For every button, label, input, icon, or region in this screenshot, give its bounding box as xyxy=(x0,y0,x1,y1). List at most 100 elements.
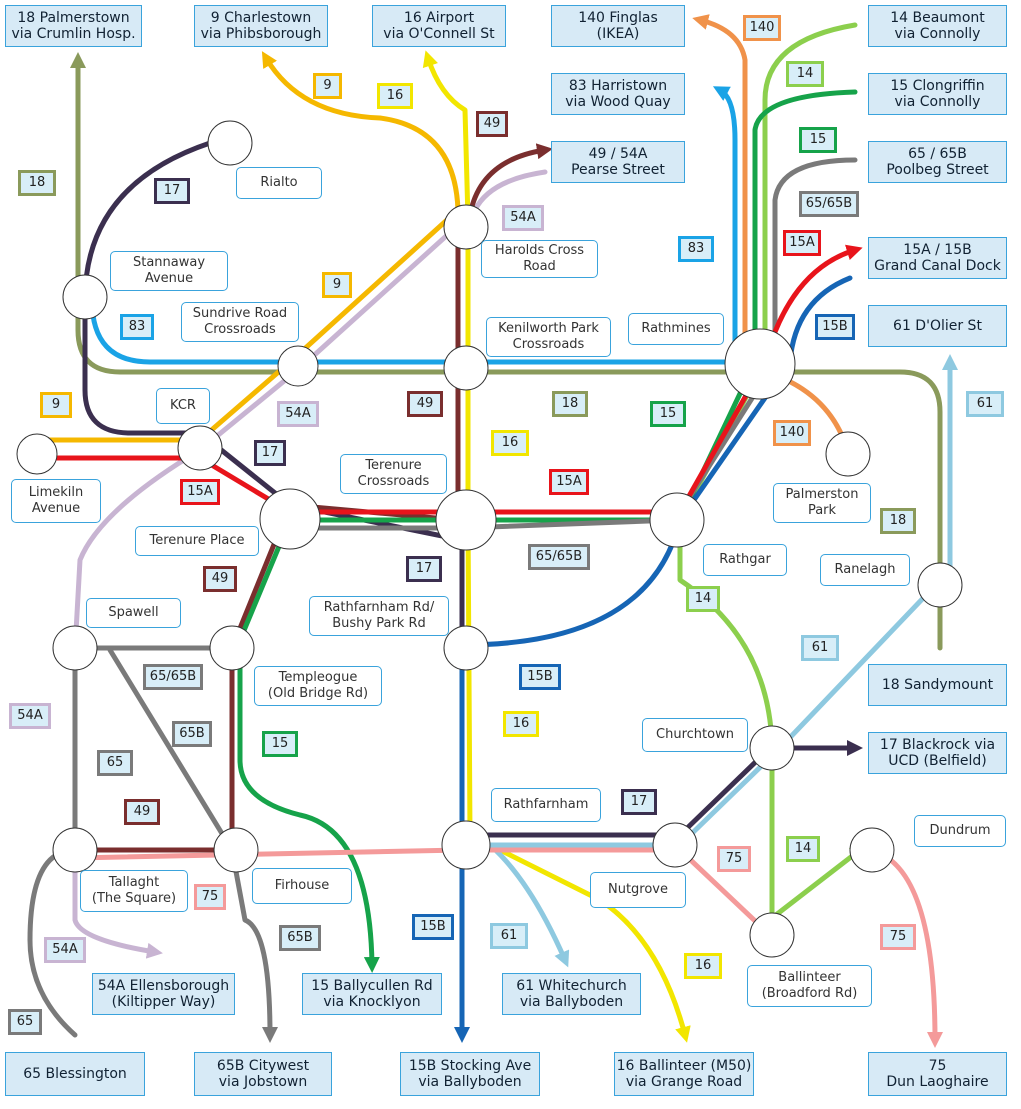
stop-stannaway[interactable] xyxy=(62,274,108,320)
stop-firhouse[interactable] xyxy=(213,827,259,873)
stop-rialto[interactable] xyxy=(207,120,253,166)
route-tag: 54A xyxy=(44,937,86,963)
stop-kcr[interactable] xyxy=(177,425,223,471)
route-tag: 15 xyxy=(799,127,837,153)
place-kcr: KCR xyxy=(156,388,210,424)
stop-limekiln[interactable] xyxy=(16,433,58,475)
stop-nutgrove[interactable] xyxy=(652,822,698,868)
stops xyxy=(16,120,963,958)
route-tag: 14 xyxy=(686,586,720,612)
route-tag: 49 xyxy=(476,111,508,137)
route-49-line xyxy=(72,150,545,853)
route-15A-line xyxy=(37,244,863,515)
place-firhouse: Firhouse xyxy=(252,868,352,904)
route-tag: 16 xyxy=(377,83,413,109)
route-tag: 65B xyxy=(172,721,212,747)
route-15-line xyxy=(237,89,858,965)
route-tag: 54A xyxy=(277,401,319,427)
stop-rathfarnham[interactable] xyxy=(441,820,491,870)
place-nutgrove: Nutgrove xyxy=(590,872,686,908)
stop-terenurex[interactable] xyxy=(435,489,497,551)
stop-ranelagh[interactable] xyxy=(917,562,963,608)
place-ballinteer: Ballinteer(Broadford Rd) xyxy=(747,965,872,1007)
route-tag: 65/65B xyxy=(799,191,859,217)
stop-ballinteer[interactable] xyxy=(749,912,795,958)
route-tag: 65B xyxy=(279,925,321,951)
route-tag: 15A xyxy=(783,230,821,256)
stop-kenilworth[interactable] xyxy=(443,345,489,391)
route-tag: 9 xyxy=(322,272,352,298)
route-tag: 16 xyxy=(491,430,529,456)
stop-rathfarnhamrd[interactable] xyxy=(443,625,489,671)
route-83-line xyxy=(89,86,738,365)
stop-rathmines[interactable] xyxy=(724,328,796,400)
route-tag: 49 xyxy=(124,799,160,825)
stop-sundrive[interactable] xyxy=(277,345,319,387)
route-tag: 65/65B xyxy=(528,544,590,570)
route-tag: 17 xyxy=(621,789,657,815)
dest-16-ballinteer[interactable]: 16 Ballinteer (M50)via Grange Road xyxy=(614,1052,754,1096)
route-tag: 65 xyxy=(8,1009,42,1035)
place-rathfarnham: Rathfarnham xyxy=(491,788,601,822)
route-tag: 83 xyxy=(120,314,154,340)
stop-churchtown[interactable] xyxy=(749,725,795,771)
route-tag: 140 xyxy=(743,15,781,41)
stop-spawell[interactable] xyxy=(52,625,98,671)
dest-18-sandymount[interactable]: 18 Sandymount xyxy=(868,664,1007,706)
route-tag: 61 xyxy=(490,923,528,949)
route-tag: 14 xyxy=(786,836,820,862)
route-tag: 18 xyxy=(880,508,916,534)
route-tag: 54A xyxy=(502,205,544,231)
route-tag: 15B xyxy=(519,664,561,690)
dest-65-blessington[interactable]: 65 Blessington xyxy=(5,1052,145,1096)
dest-140-finglas[interactable]: 140 Finglas(IKEA) xyxy=(551,5,685,47)
stop-palmerston[interactable] xyxy=(825,431,871,477)
route-tag: 75 xyxy=(194,884,226,910)
route-tag: 54A xyxy=(9,703,51,729)
route-tag: 49 xyxy=(203,566,237,592)
place-rathmines: Rathmines xyxy=(628,313,724,345)
dest-54a-ellensborough[interactable]: 54A Ellensborough(Kiltipper Way) xyxy=(92,973,235,1015)
route-tag: 140 xyxy=(773,420,811,446)
place-tallaght: Tallaght(The Square) xyxy=(80,870,188,912)
stop-terenurep[interactable] xyxy=(259,488,321,550)
route-tag: 61 xyxy=(966,391,1004,417)
route-tag: 9 xyxy=(40,392,72,418)
place-churchtown: Churchtown xyxy=(642,718,748,752)
stop-harolds[interactable] xyxy=(443,204,489,250)
route-9-line xyxy=(37,51,461,443)
route-tag: 17 xyxy=(406,556,442,582)
place-templeogue: Templeogue(Old Bridge Rd) xyxy=(254,666,382,706)
stop-templeogue[interactable] xyxy=(209,625,255,671)
stop-tallaght[interactable] xyxy=(52,827,98,873)
place-dundrum: Dundrum xyxy=(914,815,1006,847)
place-rathgar: Rathgar xyxy=(703,544,787,576)
route-tag: 65/65B xyxy=(143,664,203,690)
route-tag: 15B xyxy=(815,314,855,340)
dest-61-dolier[interactable]: 61 D'Olier St xyxy=(868,305,1007,347)
stop-rathgar[interactable] xyxy=(649,492,705,548)
route-tag: 18 xyxy=(18,170,56,196)
route-tag: 17 xyxy=(154,178,190,204)
stop-dundrum[interactable] xyxy=(849,827,895,873)
